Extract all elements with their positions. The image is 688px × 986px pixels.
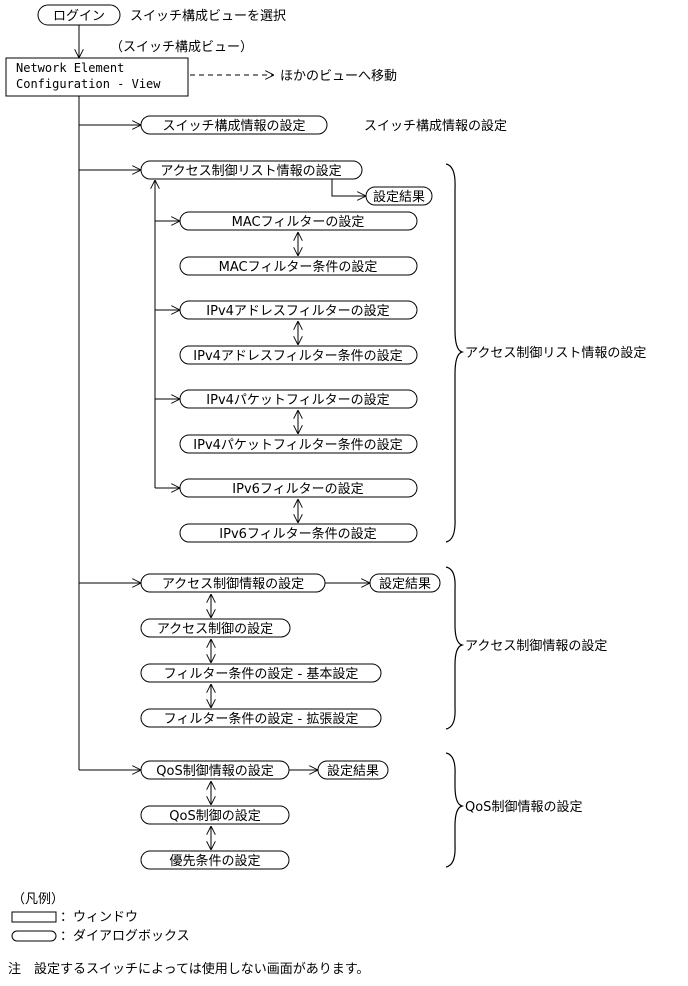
switch-config-desc: スイッチ構成情報の設定 [364, 118, 507, 134]
acl-info-result-label: 設定結果 [379, 576, 431, 592]
select-view-label: スイッチ構成ビューを選択 [130, 9, 286, 24]
acl-info-brace [445, 566, 465, 730]
filter-basic-label: フィルター条件の設定 - 基本設定 [164, 666, 359, 682]
main-window-line1: Network Element [16, 61, 124, 75]
acl-list-result-arrow [331, 179, 366, 196]
mac-filter-dialog [179, 211, 418, 231]
ipv4-packet-filter-label: IPv4パケットフィルターの設定 [206, 392, 389, 408]
qos-brace [445, 752, 465, 868]
acl-info-result-dialog [369, 573, 441, 593]
ipv6-filter-label: IPv6フィルターの設定 [232, 481, 363, 497]
acl-info-dialog-label: アクセス制御情報の設定 [162, 576, 304, 592]
qos-result-label: 設定結果 [327, 763, 379, 779]
mac-filter-cond-dialog [179, 256, 418, 276]
legend-window-swatch [11, 911, 57, 923]
acl-list-brace [445, 163, 465, 543]
legend-dialog-label: ：ダイアログボックス [60, 929, 190, 944]
ipv4-packet-filter-dialog [179, 389, 418, 409]
main-window-box [5, 57, 189, 97]
login-label: ログイン [53, 9, 105, 24]
ipv4-packet-filter-cond-label: IPv4パケットフィルター条件の設定 [193, 437, 402, 453]
priority-dialog [140, 850, 290, 870]
ipv6-filter-cond-dialog [179, 523, 418, 543]
acl-setting-label: アクセス制御の設定 [157, 621, 273, 637]
acl-list-result-dialog [365, 186, 433, 206]
ipv4-packet-filter-cond-dialog [179, 434, 418, 454]
priority-label: 優先条件の設定 [169, 853, 260, 869]
legend-window-label: ：ウィンドウ [60, 910, 138, 925]
acl-list-brace-label: アクセス制御リスト情報の設定 [465, 345, 646, 361]
ipv4-addr-filter-label: IPv4アドレスフィルターの設定 [206, 303, 389, 319]
view-caption: （スイッチ構成ビュー） [110, 40, 253, 55]
ipv4-addr-filter-cond-label: IPv4アドレスフィルター条件の設定 [193, 348, 402, 364]
qos-info-dialog-label: QoS制御情報の設定 [156, 763, 273, 779]
ipv4-addr-filter-dialog [179, 300, 418, 320]
switch-config-dialog-label: スイッチ構成情報の設定 [162, 118, 305, 134]
acl-setting-dialog [140, 618, 291, 638]
main-window-line2: Configuration - View [16, 77, 161, 91]
filter-ext-dialog [140, 708, 382, 728]
ipv4-addr-filter-cond-dialog [179, 345, 418, 365]
ipv6-filter-dialog [179, 478, 418, 498]
qos-result-dialog [317, 760, 389, 780]
filter-ext-label: フィルター条件の設定 - 拡張設定 [164, 711, 359, 727]
ipv6-filter-cond-label: IPv6フィルター条件の設定 [219, 526, 376, 542]
acl-list-dialog [140, 160, 363, 180]
footnote: 注 設定するスイッチによっては使用しない画面があります。 [8, 961, 369, 977]
acl-list-dialog-label: アクセス制御リスト情報の設定 [160, 163, 341, 179]
mac-filter-label: MACフィルターの設定 [232, 214, 365, 230]
acl-info-brace-label: アクセス制御情報の設定 [465, 638, 607, 654]
qos-setting-label: QoS制御の設定 [169, 808, 260, 824]
acl-list-result-label: 設定結果 [373, 189, 425, 205]
filter-basic-dialog [140, 663, 382, 683]
switch-config-dialog [140, 115, 328, 135]
legend-dialog-swatch [11, 930, 57, 942]
mac-filter-cond-label: MACフィルター条件の設定 [219, 259, 378, 275]
qos-setting-dialog [140, 805, 290, 825]
other-view-label: ほかのビューへ移動 [280, 69, 397, 84]
legend-title: （凡例） [12, 892, 64, 907]
qos-brace-label: QoS制御情報の設定 [465, 799, 582, 815]
